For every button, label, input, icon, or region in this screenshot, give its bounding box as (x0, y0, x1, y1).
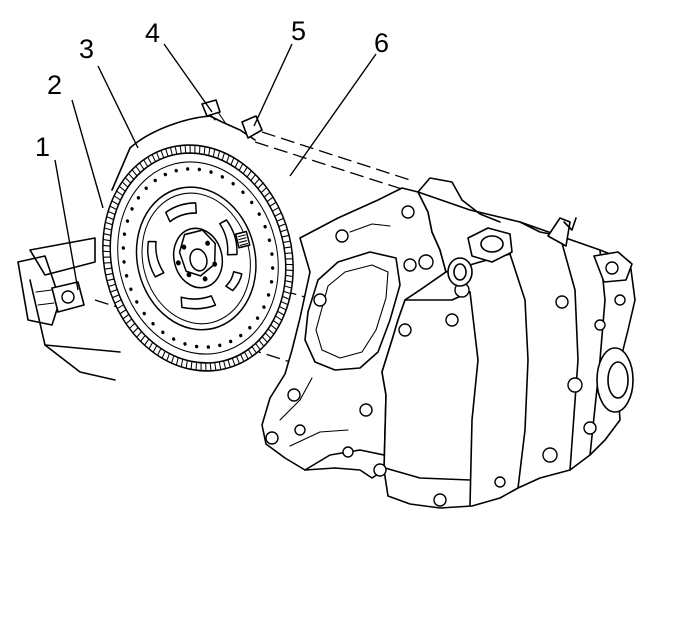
callout-3: 3 (79, 34, 94, 64)
callout-4: 4 (145, 18, 160, 48)
callout-6: 6 (374, 28, 389, 58)
callout-leader-lines (54, 43, 377, 291)
engine-block (17, 237, 121, 381)
engine-bellhousing (111, 99, 263, 191)
flywheel-outer-holes (121, 167, 275, 349)
callout-5: 5 (291, 16, 306, 46)
callout-1: 1 (35, 132, 50, 162)
callout-2: 2 (47, 70, 62, 100)
callout-labels: 1 2 3 4 5 6 (35, 16, 389, 162)
transaxle-case (261, 177, 636, 509)
flywheel (102, 144, 294, 372)
ring-gear-teeth (102, 145, 294, 371)
